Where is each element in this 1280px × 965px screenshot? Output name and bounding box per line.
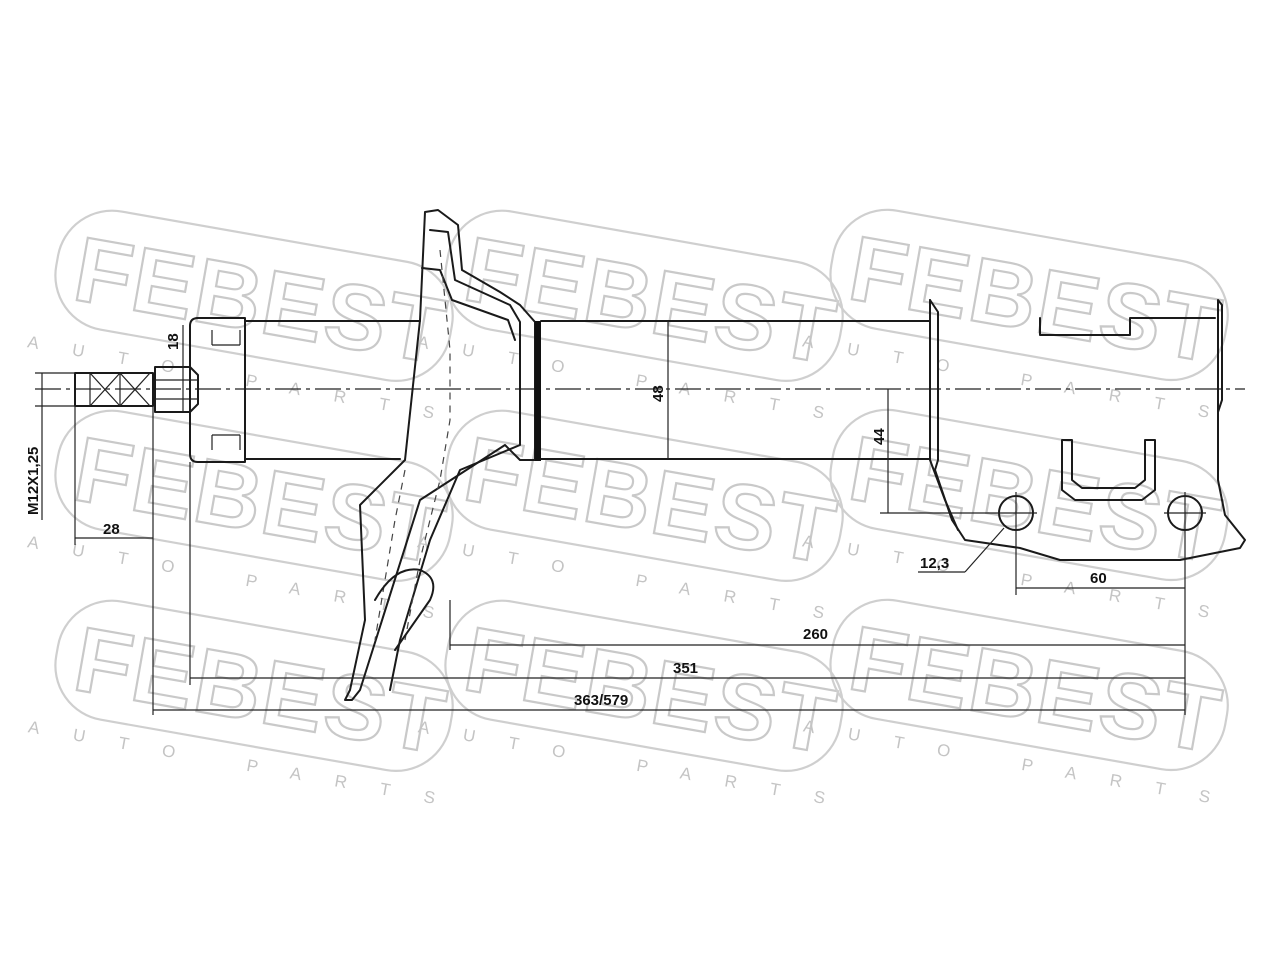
watermark-4: FEBEST AUTO PARTS (26, 409, 469, 629)
center-to-hole-label: 44 (871, 428, 888, 445)
watermark-8: FEBEST AUTO PARTS (417, 599, 860, 814)
watermark-3: FEBEST AUTO PARTS (801, 208, 1244, 428)
watermark-1: FEBEST AUTO PARTS (26, 209, 469, 429)
threaded-stud (74, 372, 154, 407)
overall-length-label: 363/579 (574, 692, 628, 709)
strut-outline (35, 209, 1246, 701)
thread-size-label: M12X1,25 (25, 447, 42, 515)
spring-seat-ring (535, 321, 541, 461)
spring-seat (344, 209, 541, 701)
hole-diameter-label: 12,3 (920, 555, 949, 572)
spring-seat-to-hole-label: 260 (803, 626, 828, 643)
watermark-layer: FEBEST AUTO PARTS FEBEST AUTO PARTS FEBE… (26, 208, 1245, 814)
watermark-7: FEBEST AUTO PARTS (27, 599, 470, 814)
body-diameter-label: 48 (650, 385, 667, 402)
stud-length-label: 28 (103, 521, 120, 538)
dimension-labels: M12X1,25 18 28 48 44 12,3 60 260 351 363… (25, 333, 1107, 709)
knuckle-bracket (929, 299, 1246, 561)
watermark-9: FEBEST AUTO PARTS (802, 598, 1245, 813)
body-to-hole-label: 351 (673, 660, 698, 677)
hole-spacing-label: 60 (1090, 570, 1107, 587)
nut-width-label: 18 (165, 333, 182, 350)
top-mount (189, 317, 246, 463)
dimension-lines (35, 321, 1186, 715)
watermark-5: FEBEST AUTO PARTS (416, 409, 859, 629)
